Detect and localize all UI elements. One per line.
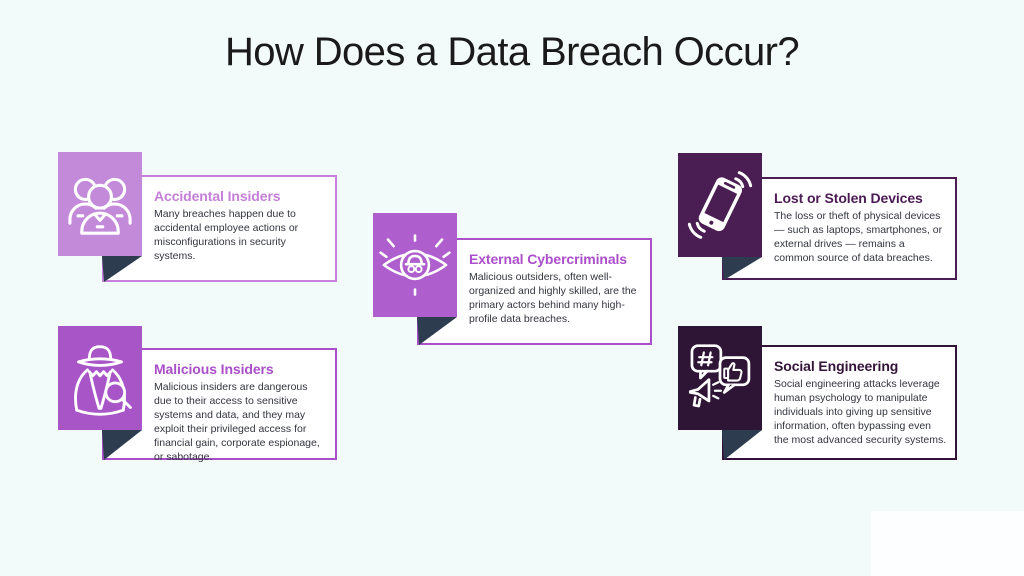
- group-people-icon: [68, 177, 132, 235]
- card-text-box: Accidental Insiders Many breaches happen…: [102, 175, 337, 282]
- icon-square: [678, 326, 762, 430]
- card-description: Many breaches happen due to accidental e…: [154, 208, 299, 262]
- card-description: Social engineering attacks leverage huma…: [774, 378, 947, 446]
- spy-detective-icon: [74, 345, 132, 416]
- icon-square: [58, 152, 142, 256]
- spy-eye-icon: [379, 234, 451, 296]
- card-title: Social Engineering: [774, 358, 899, 374]
- card-external-cybercriminals: External Cybercriminals Malicious outsid…: [373, 213, 653, 373]
- card-social-engineering: Social Engineering Social engineering at…: [678, 326, 958, 486]
- icon-square: [373, 213, 457, 317]
- card-text-box: Malicious Insiders Malicious insiders ar…: [102, 348, 337, 463]
- card-title: Accidental Insiders: [154, 188, 281, 204]
- card-description: The loss or theft of physical devices — …: [774, 210, 943, 264]
- social-bubbles-megaphone-icon: [688, 344, 751, 408]
- card-title: Lost or Stolen Devices: [774, 190, 923, 206]
- vibrating-phone-icon: [687, 171, 753, 239]
- icon-square: [678, 153, 762, 257]
- card-title: External Cybercriminals: [469, 251, 627, 267]
- card-malicious-insiders: Malicious Insiders Malicious insiders ar…: [58, 326, 338, 486]
- watermark-cover: [871, 511, 1024, 576]
- card-title: Malicious Insiders: [154, 361, 274, 377]
- card-lost-or-stolen-devices: Lost or Stolen Devices The loss or theft…: [678, 153, 958, 313]
- card-description: Malicious insiders are dangerous due to …: [154, 381, 320, 463]
- card-description: Malicious outsiders, often well-organize…: [469, 271, 637, 325]
- icon-square: [58, 326, 142, 430]
- page-title: How Does a Data Breach Occur?: [225, 30, 800, 74]
- card-accidental-insiders: Accidental Insiders Many breaches happen…: [58, 152, 338, 312]
